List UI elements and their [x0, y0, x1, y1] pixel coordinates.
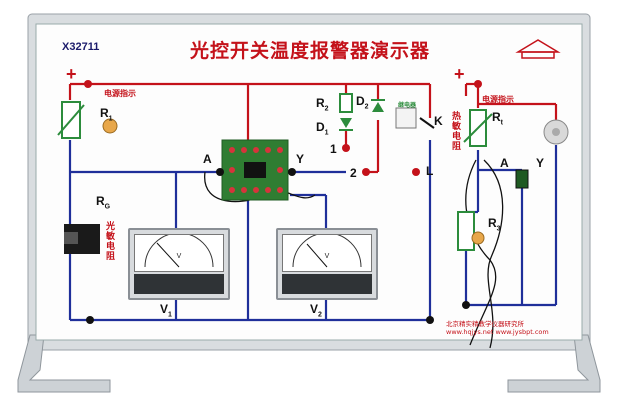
buzzer	[543, 119, 569, 145]
voltmeter-v2-unit: V	[324, 253, 330, 260]
v1-label: V1	[160, 302, 172, 319]
photoresistor-label: 光敏电阻	[106, 222, 116, 262]
voltmeter-v2: V	[276, 228, 378, 300]
r2-label: R2	[316, 96, 329, 113]
r3-label: R3	[488, 216, 501, 233]
d1-diode	[339, 118, 353, 131]
terminal-posts[interactable]	[84, 80, 482, 324]
relay-label: 继电器	[398, 102, 417, 109]
power-indicator-right: 电源指示	[482, 95, 514, 104]
plus-left-label: +	[66, 64, 77, 84]
thermistor-rt	[463, 109, 493, 147]
maker-name: 北京精实精教学仪器研究所	[446, 320, 524, 328]
relay	[395, 107, 435, 129]
d1-label: D1	[316, 120, 329, 137]
thermistor-label: 热敏电阻	[452, 112, 462, 152]
r1-label: R1	[100, 106, 113, 123]
k-label: K	[434, 114, 443, 128]
r3-potentiometer[interactable]	[457, 211, 485, 251]
node-1-label: 1	[330, 142, 337, 156]
a-right-label: A	[500, 156, 509, 170]
d2-diode	[371, 99, 385, 112]
maker-url: www.hqjys.net www.jysbpt.com	[446, 328, 549, 336]
right-ic	[515, 169, 529, 189]
voltmeter-v1: V	[128, 228, 230, 300]
voltmeter-v1-unit: V	[176, 253, 182, 260]
rt-label: Rt	[492, 110, 504, 127]
maker-logo	[515, 39, 561, 59]
r2-resistor	[339, 93, 353, 113]
plus-right-label: +	[454, 64, 465, 84]
photoresistor-block	[64, 224, 100, 254]
voltmeter-v1-body	[134, 274, 224, 294]
voltmeter-v2-face: V	[282, 232, 372, 272]
d2-label: D2	[356, 94, 369, 111]
voltmeter-v1-face: V	[134, 232, 224, 272]
r1-potentiometer[interactable]	[57, 101, 118, 139]
node-2-label: 2	[350, 166, 357, 180]
y-left-label: Y	[296, 152, 305, 166]
power-indicator-left: 电源指示	[104, 89, 136, 98]
ic-board	[221, 139, 289, 201]
v2-label: V2	[310, 302, 322, 319]
y-right-label: Y	[536, 156, 545, 170]
model-number: X32711	[62, 41, 100, 53]
l-label: L	[426, 164, 434, 178]
rg-label: RG	[96, 194, 111, 211]
a-left-label: A	[203, 152, 212, 166]
page-title: 光控开关温度报警器演示器	[189, 40, 430, 62]
voltmeter-v2-body	[282, 274, 372, 294]
